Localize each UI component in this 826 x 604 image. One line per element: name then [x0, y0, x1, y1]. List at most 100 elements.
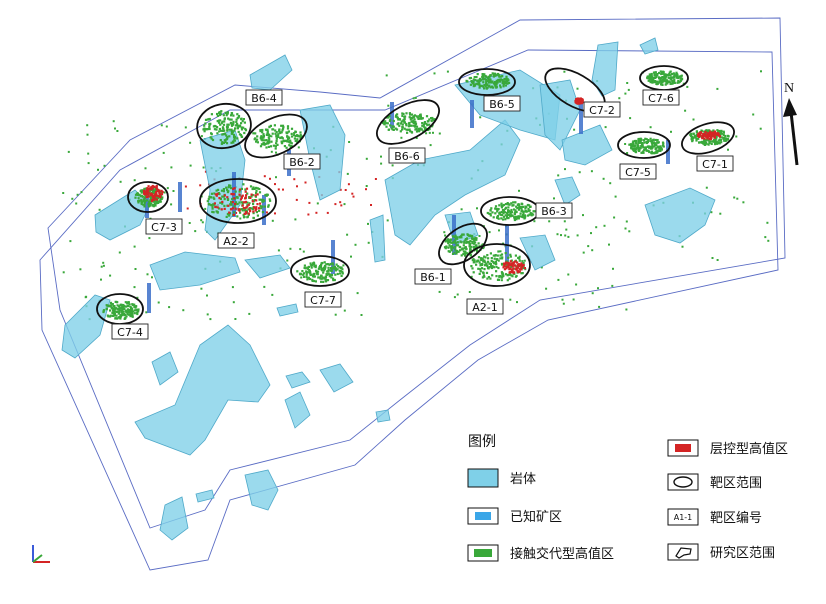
green-high-value-point	[211, 205, 214, 208]
green-high-value-point	[229, 203, 232, 206]
green-high-value-point	[484, 261, 487, 264]
green-high-value-point	[226, 127, 229, 130]
green-high-value-point	[650, 147, 653, 150]
green-high-value-point	[490, 266, 493, 270]
green-high-value-point	[389, 118, 392, 121]
green-point	[488, 231, 491, 234]
green-point	[444, 234, 447, 237]
green-point	[557, 174, 560, 177]
green-high-value-point	[154, 204, 157, 207]
green-high-value-point	[336, 272, 339, 276]
green-high-value-point	[204, 118, 208, 121]
green-high-value-point	[481, 257, 484, 260]
green-high-value-point	[214, 125, 217, 128]
green-high-value-point	[335, 263, 338, 266]
green-high-value-point	[246, 192, 249, 195]
green-high-value-point	[419, 127, 422, 130]
green-high-value-point	[522, 262, 525, 265]
red-high-value-point	[581, 98, 584, 101]
green-high-value-point	[516, 206, 519, 210]
green-high-value-point	[256, 138, 259, 141]
green-high-value-point	[108, 305, 111, 308]
green-high-value-point	[213, 197, 216, 200]
green-high-value-point	[720, 132, 724, 135]
green-high-value-point	[673, 81, 676, 84]
green-high-value-point	[493, 266, 496, 269]
green-high-value-point	[208, 195, 211, 198]
green-high-value-point	[490, 207, 493, 210]
green-high-value-point	[294, 130, 297, 133]
green-high-value-point	[459, 249, 462, 252]
green-high-value-point	[143, 196, 146, 199]
green-high-value-point	[121, 305, 124, 309]
green-high-value-point	[456, 237, 459, 240]
green-high-value-point	[506, 213, 509, 217]
green-high-value-point	[707, 143, 710, 146]
green-high-value-point	[451, 235, 455, 238]
red-high-value-point	[252, 210, 255, 213]
red-high-value-point	[514, 260, 517, 263]
green-high-value-point	[501, 81, 504, 85]
green-high-value-point	[250, 207, 253, 210]
green-high-value-point	[723, 139, 726, 142]
red-high-value-point	[259, 202, 262, 205]
green-point	[572, 298, 575, 301]
green-point	[485, 264, 488, 266]
green-high-value-point	[508, 81, 511, 84]
green-high-value-point	[476, 73, 479, 76]
green-high-value-point	[320, 280, 323, 283]
green-high-value-point	[637, 139, 640, 142]
target-ellipse-b6-6	[376, 99, 440, 145]
green-high-value-point	[445, 239, 448, 242]
green-high-value-point	[268, 134, 271, 138]
green-high-value-point	[448, 244, 451, 247]
green-high-value-point	[232, 133, 236, 137]
green-high-value-point	[450, 246, 453, 249]
green-high-value-point	[504, 81, 507, 84]
target-ellipse-a2-1	[463, 243, 531, 287]
green-high-value-point	[500, 262, 504, 265]
green-point	[387, 104, 390, 107]
rock-body	[94, 189, 151, 241]
green-high-value-point	[210, 204, 213, 207]
green-high-value-point	[391, 125, 394, 128]
green-high-value-point	[493, 72, 497, 75]
green-high-value-point	[258, 191, 262, 194]
green-high-value-point	[472, 237, 475, 241]
target-code: C7-7	[310, 294, 336, 307]
red-high-value-point	[520, 268, 523, 271]
green-high-value-point	[158, 200, 161, 203]
green-high-value-point	[227, 186, 230, 189]
green-high-value-point	[492, 254, 495, 257]
green-point	[232, 301, 235, 304]
green-high-value-point	[109, 309, 112, 312]
red-high-value-point	[149, 194, 152, 197]
green-high-value-point	[641, 145, 644, 148]
green-high-value-point	[203, 127, 206, 130]
green-high-value-point	[505, 215, 508, 219]
red-high-value-point	[502, 266, 505, 269]
green-high-value-point	[269, 124, 272, 127]
green-high-value-point	[460, 236, 463, 239]
green-high-value-point	[421, 124, 424, 127]
red-point	[269, 177, 271, 180]
green-high-value-point	[398, 118, 402, 121]
green-high-value-point	[487, 260, 490, 263]
green-high-value-point	[141, 200, 144, 203]
green-high-value-point	[131, 315, 134, 318]
green-point	[136, 296, 139, 299]
green-high-value-point	[323, 269, 326, 272]
green-high-value-point	[694, 135, 697, 138]
green-high-value-point	[652, 78, 655, 81]
green-high-value-point	[124, 305, 128, 308]
green-high-value-point	[330, 276, 333, 279]
green-point	[202, 166, 205, 169]
green-high-value-point	[283, 145, 286, 148]
target-ellipses	[96, 65, 735, 325]
green-high-value-point	[476, 79, 479, 82]
green-high-value-point	[129, 306, 132, 309]
green-high-value-point	[653, 142, 656, 145]
green-high-value-point	[243, 209, 247, 212]
green-high-value-point	[266, 128, 269, 131]
green-high-value-point	[660, 71, 664, 74]
